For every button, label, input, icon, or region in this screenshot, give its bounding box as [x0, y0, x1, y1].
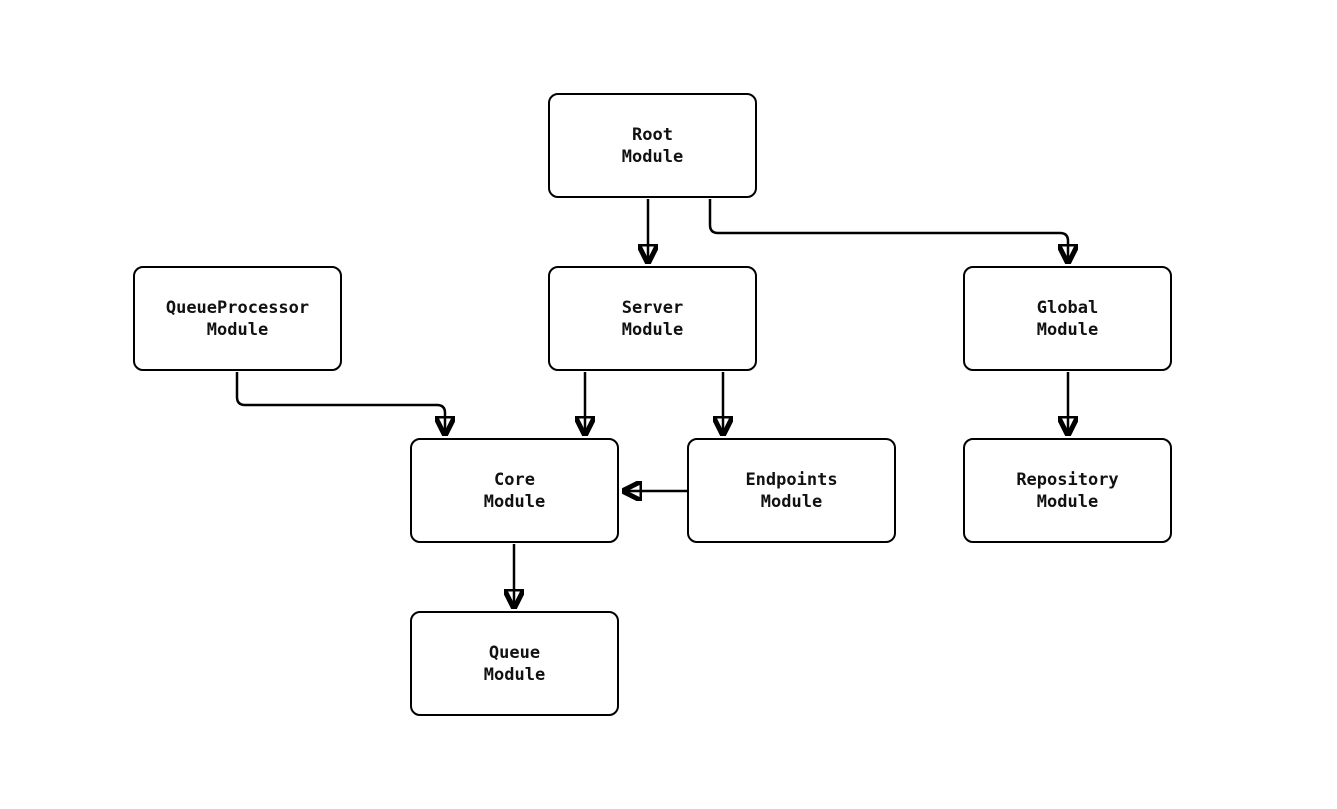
edge-root-to-global	[708, 199, 1068, 262]
node-global-module: Global Module	[963, 266, 1172, 371]
node-root-module: Root Module	[548, 93, 757, 198]
node-queueprocessor-module-label-line1: QueueProcessor	[165, 297, 310, 318]
node-queueprocessor-module: QueueProcessor Module	[133, 266, 342, 371]
node-root-module-label-line1: Root	[632, 124, 673, 145]
node-server-module: Server Module	[548, 266, 757, 371]
node-core-module-label-line1: Core	[494, 469, 535, 490]
node-queue-module-label-line1: Queue	[488, 642, 541, 663]
node-queue-module: Queue Module	[410, 611, 619, 716]
node-core-module: Core Module	[410, 438, 619, 543]
node-queueprocessor-module-label-line2: Module	[206, 319, 269, 340]
node-queue-module-label-line2: Module	[483, 664, 546, 685]
node-repository-module-label-line1: Repository	[1016, 469, 1119, 490]
node-repository-module: Repository Module	[963, 438, 1172, 543]
node-root-module-label-line2: Module	[621, 146, 684, 167]
node-core-module-label-line2: Module	[483, 491, 546, 512]
node-repository-module-label-line2: Module	[1036, 491, 1099, 512]
node-endpoints-module-label-line2: Module	[760, 491, 823, 512]
node-server-module-label-line1: Server	[621, 297, 684, 318]
node-endpoints-module-label-line1: Endpoints	[745, 469, 838, 490]
node-server-module-label-line2: Module	[621, 319, 684, 340]
node-endpoints-module: Endpoints Module	[687, 438, 896, 543]
edge-queueprocessor-to-core	[235, 372, 445, 434]
node-global-module-label-line2: Module	[1036, 319, 1099, 340]
node-global-module-label-line1: Global	[1036, 297, 1099, 318]
